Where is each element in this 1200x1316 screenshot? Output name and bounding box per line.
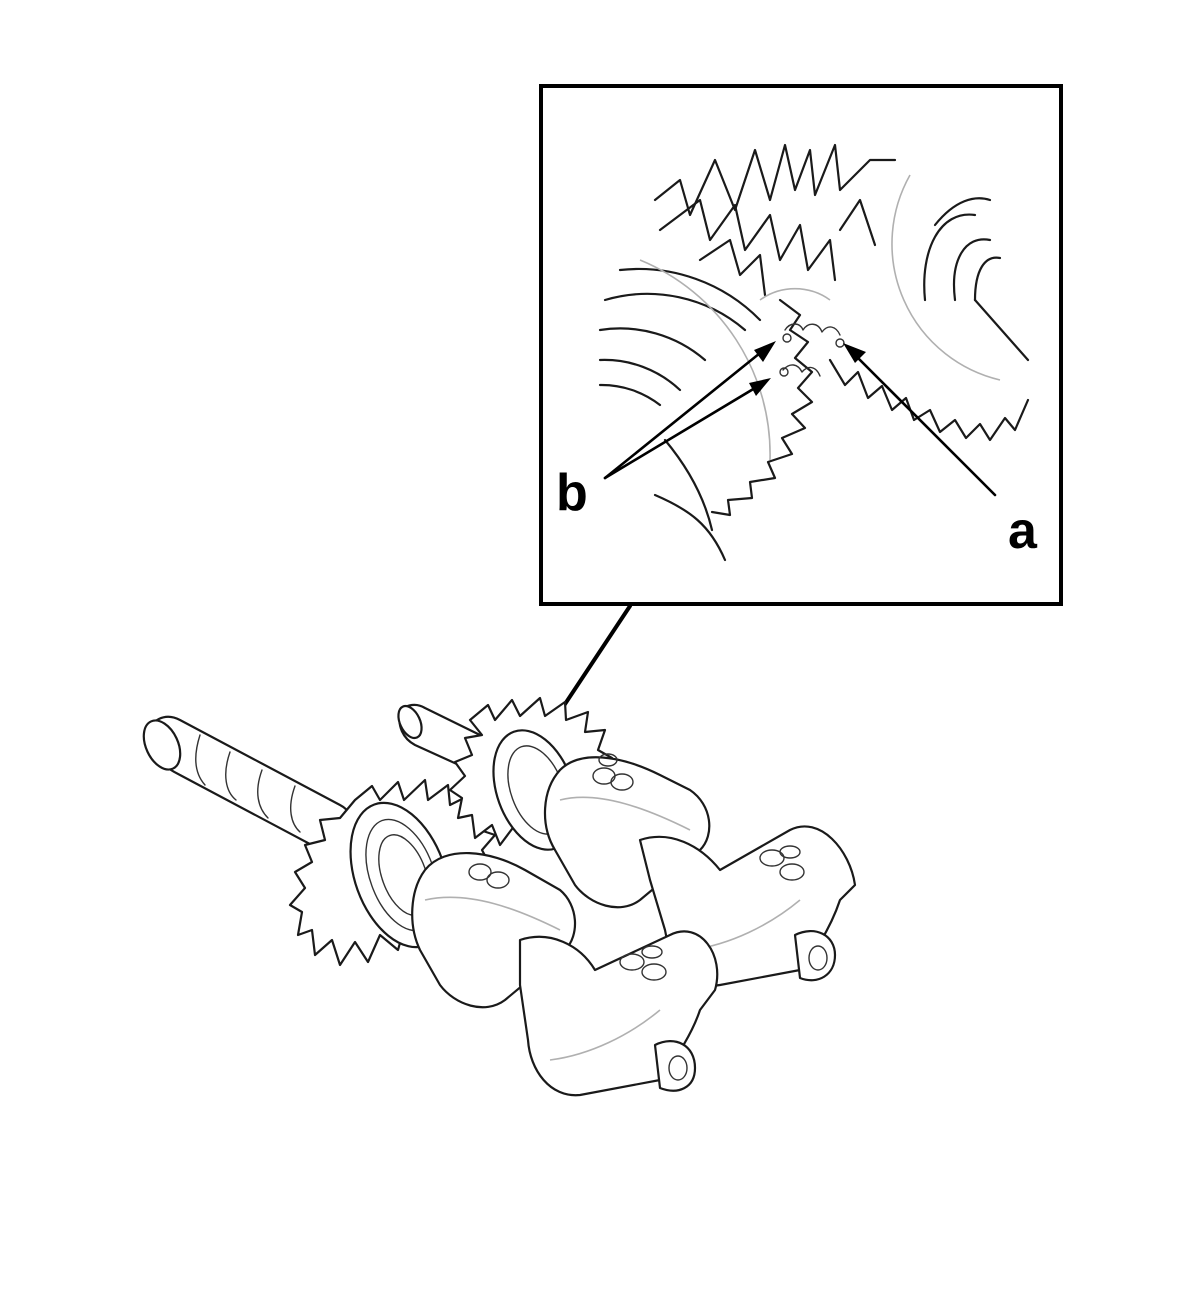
inset-left-gear [598,259,814,562]
main-assembly [142,696,857,1097]
callout-label-a: a [1008,502,1038,560]
callout-b-leaders [603,341,776,480]
lower-housing [411,851,719,1097]
inset-frame [539,84,1063,606]
inset-top-teeth [653,143,897,301]
input-shaft [142,715,357,862]
inset-mesh-teeth [779,323,845,377]
callout-label-b: b [556,464,588,522]
inset-right-gear [828,174,1030,442]
callout-a-leader [843,343,997,497]
detail-inset: b a [539,84,1063,606]
